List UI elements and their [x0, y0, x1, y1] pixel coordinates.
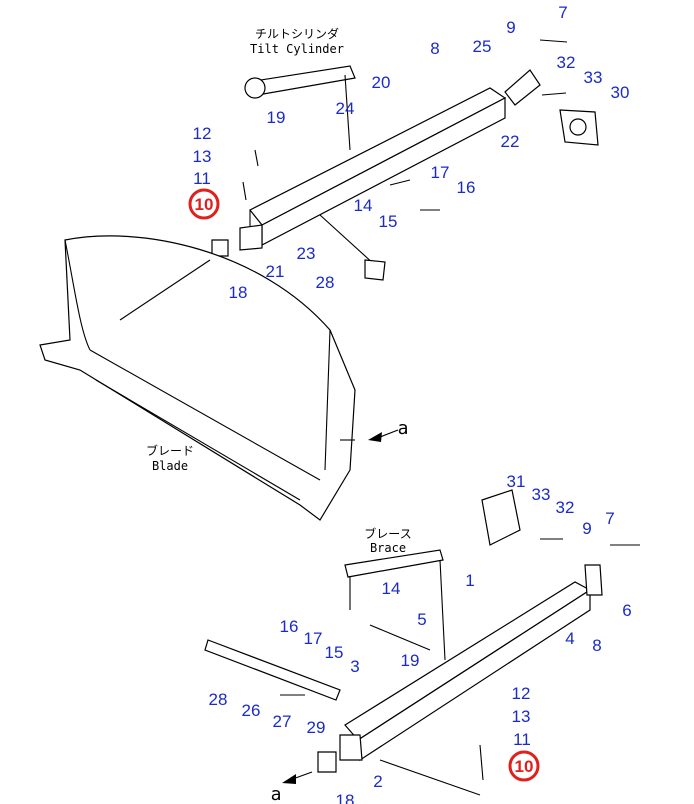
upper-callout-16: 16: [457, 178, 476, 197]
lower-callout-10: 10: [515, 757, 534, 776]
upper-callout-19: 19: [267, 108, 286, 127]
upper-callout-20: 20: [372, 73, 391, 92]
lower-callout-14: 14: [382, 579, 401, 598]
blade: [39, 235, 399, 521]
lower-brace-frame: [204, 489, 640, 796]
brace-caption-en: Brace: [370, 541, 406, 555]
lower-callout-27: 27: [273, 712, 292, 731]
upper-callout-23: 23: [297, 244, 316, 263]
upper-callout-14: 14: [354, 196, 373, 215]
upper-callout-17: 17: [431, 163, 450, 182]
blade-caption-en: Blade: [152, 459, 188, 473]
lower-callout-3: 3: [350, 657, 359, 676]
upper-callout-24: 24: [336, 99, 355, 118]
upper-callout-21: 21: [266, 262, 285, 281]
upper-callout-9: 9: [506, 18, 515, 37]
upper-callout-7: 7: [558, 3, 567, 22]
lower-callout-18: 18: [336, 791, 355, 804]
upper-callout-28: 28: [316, 273, 335, 292]
lower-callout-16: 16: [280, 617, 299, 636]
upper-callout-12: 12: [193, 124, 212, 143]
lower-callout-26: 26: [242, 701, 261, 720]
lower-callout-5: 5: [417, 610, 426, 629]
upper-callout-11: 11: [193, 169, 211, 188]
lower-callout-15: 15: [325, 643, 344, 662]
highlight-circle-lower: [508, 750, 540, 782]
upper-callout-13: 13: [193, 147, 212, 166]
lower-callout-33: 33: [532, 485, 551, 504]
upper-brace-frame: [211, 39, 599, 281]
upper-callout-32: 32: [557, 53, 576, 72]
lower-callout-2: 2: [373, 772, 382, 791]
blade-caption-jp: ブレード: [146, 443, 194, 458]
highlight-circle-upper: [188, 188, 220, 220]
lower-callout-4: 4: [565, 629, 574, 648]
view-arrow-label-upper: a: [398, 418, 409, 439]
brace-caption-jp: ブレース: [364, 526, 411, 541]
upper-callout-15: 15: [379, 212, 398, 231]
lower-callout-6: 6: [622, 601, 631, 620]
upper-callout-8: 8: [430, 39, 439, 58]
upper-callout-25: 25: [473, 37, 492, 56]
upper-callout-30: 30: [611, 83, 630, 102]
tilt-cylinder-caption-jp: チルトシリンダ: [255, 26, 339, 41]
lower-callout-32: 32: [556, 498, 575, 517]
upper-callout-18: 18: [229, 283, 248, 302]
lower-callout-9: 9: [582, 519, 591, 538]
lower-callout-29: 29: [307, 718, 326, 737]
upper-callout-33: 33: [584, 68, 603, 87]
lower-callout-28: 28: [209, 690, 228, 709]
upper-callout-10: 10: [195, 195, 214, 214]
lower-callout-13: 13: [512, 707, 531, 726]
view-arrow-label-lower: a: [271, 784, 282, 804]
lower-callout-19: 19: [401, 651, 420, 670]
lower-callout-7: 7: [605, 509, 614, 528]
lower-callout-17: 17: [304, 629, 323, 648]
lower-callout-31: 31: [507, 472, 526, 491]
lower-callout-1: 1: [465, 571, 474, 590]
lower-callout-11: 11: [513, 730, 531, 749]
tilt-cylinder-caption-en: Tilt Cylinder: [250, 42, 344, 56]
lower-callout-12: 12: [512, 684, 531, 703]
tilt-cylinder: [244, 65, 356, 151]
lower-callout-8: 8: [592, 636, 601, 655]
upper-callout-22: 22: [501, 132, 520, 151]
